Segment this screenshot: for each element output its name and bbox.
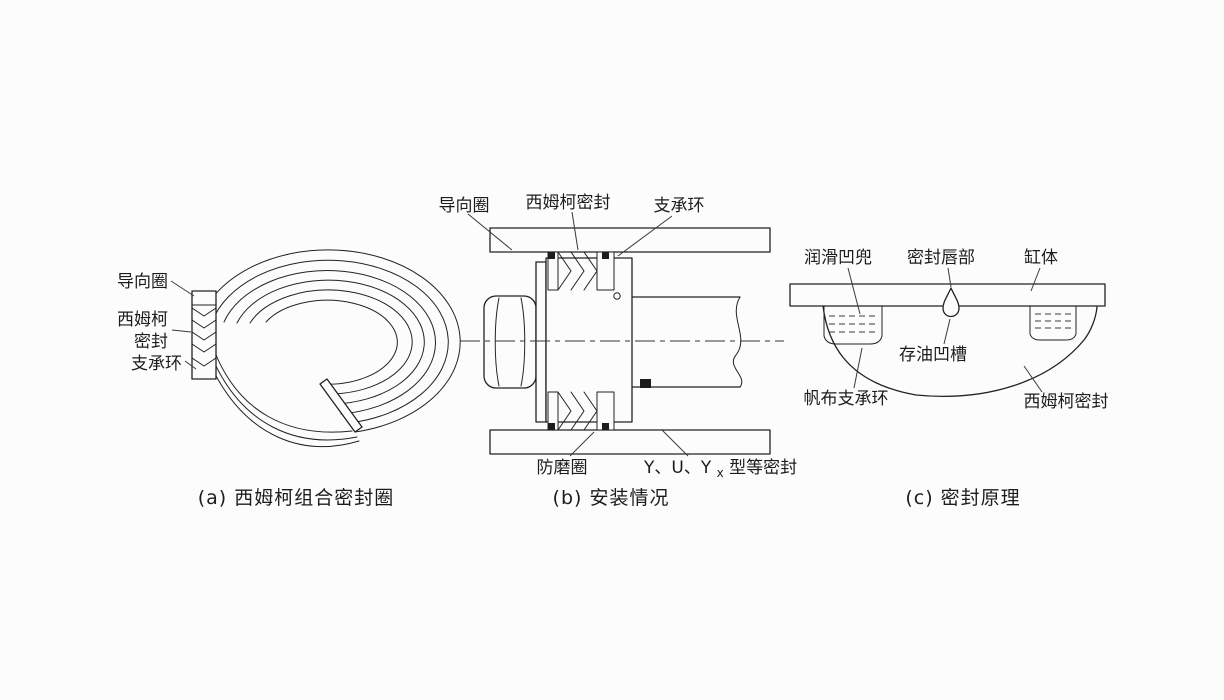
coil-band-arcs [198, 249, 461, 433]
coil-end-face [319, 378, 363, 433]
retainer-plate [535, 261, 547, 423]
label-c-cylinder: 缸体 [1024, 247, 1058, 268]
captions: (a) 西姆柯组合密封圈 (b) 安装情况 (c) 密封原理 [198, 487, 1020, 509]
label-b-yu-prefix: Y、U、Y [643, 458, 712, 478]
figure-c: 润滑凹兜 密封唇部 缸体 存油凹槽 帆布支承环 西姆柯密封 [789, 247, 1109, 412]
figure-b: 导向圈 西姆柯密封 支承环 防磨圈 Y、U、Y x 型等密封 [439, 193, 798, 482]
label-b-yu-subscript: x [717, 466, 724, 480]
caption-c: (c) 密封原理 [905, 487, 1020, 509]
rod-break-line [733, 296, 743, 388]
label-c-canvas-support-ring: 帆布支承环 [804, 389, 889, 409]
label-b-support-ring: 支承环 [654, 196, 705, 216]
oil-droplet [942, 287, 960, 318]
label-a-simko-line1: 西姆柯 [117, 310, 168, 330]
bolt-head [483, 295, 537, 389]
piston-rod [631, 296, 743, 388]
coil-cross-section [191, 290, 217, 380]
label-b-antiwear-ring: 防磨圈 [537, 458, 588, 478]
bottom-seal-stack [547, 391, 615, 431]
figure-a: 导向圈 西姆柯 密封 支承环 [117, 249, 461, 448]
cylinder-wall-bottom [489, 429, 771, 455]
top-seal-stack [547, 251, 621, 300]
label-c-seal-lip: 密封唇部 [907, 248, 975, 268]
label-a-simko-line2: 密封 [134, 332, 168, 352]
label-b-guide-ring: 导向圈 [439, 196, 490, 216]
label-a-support-ring: 支承环 [131, 354, 182, 374]
caption-b: (b) 安装情况 [553, 487, 670, 509]
figure-b-leaders [467, 211, 689, 457]
label-b-yu-seal: Y、U、Y x 型等密封 [643, 458, 797, 482]
label-c-simko-seal: 西姆柯密封 [1024, 392, 1109, 412]
cylinder-wall-top [489, 227, 771, 253]
label-c-oil-groove: 存油凹槽 [899, 345, 967, 365]
label-c-lube-pocket: 润滑凹兜 [804, 248, 872, 268]
label-b-yu-suffix: 型等密封 [729, 458, 797, 478]
coil-underside-curves [213, 349, 360, 448]
figure-a-leaders [170, 280, 197, 370]
retaining-ring-detail [640, 379, 651, 388]
lube-pocket-left [823, 305, 883, 345]
figure-c-leaders [847, 267, 1043, 393]
caption-a: (a) 西姆柯组合密封圈 [198, 487, 395, 509]
lube-pocket-right [1029, 305, 1077, 341]
seal-body-outline [822, 305, 1098, 397]
label-b-simko-seal: 西姆柯密封 [526, 193, 611, 213]
label-a-guide-ring: 导向圈 [117, 272, 168, 292]
